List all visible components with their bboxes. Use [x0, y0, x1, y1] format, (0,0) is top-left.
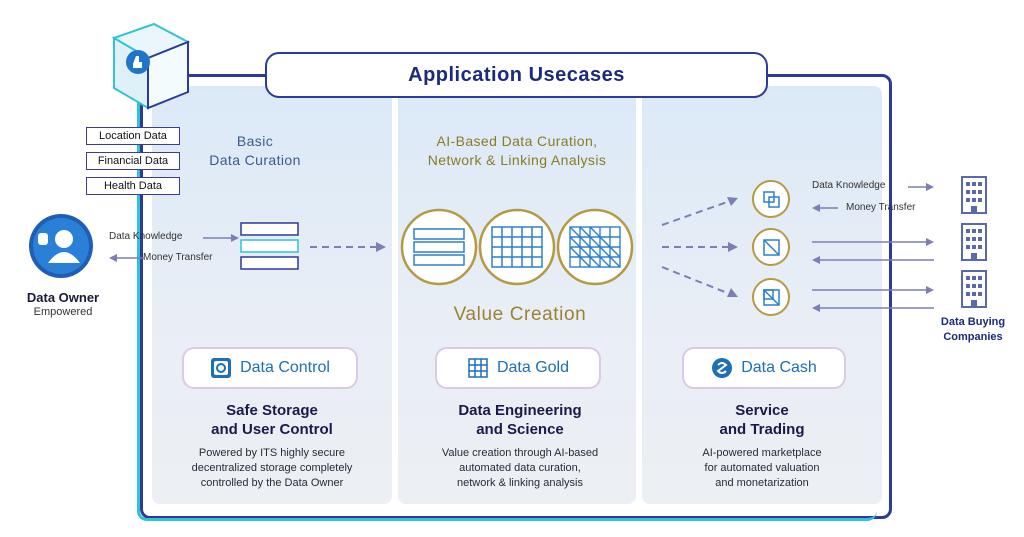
right-data-knowledge-label: Data Knowledge [812, 180, 886, 191]
building-icon [961, 176, 987, 214]
data-owner-name: Data Owner [26, 290, 100, 305]
cash-node-3 [752, 278, 790, 316]
tag-health-data: Health Data [86, 177, 180, 195]
grid-circle-icon [478, 208, 556, 286]
col-desc-service-trading: AI-powered marketplace for automated val… [702, 447, 822, 489]
panel-data-gold [398, 86, 636, 504]
product-data-cash-label: Data Cash [741, 359, 817, 376]
col-title-data-engineering: Data Engineering and Science [458, 402, 582, 438]
tag-financial-data: Financial Data [86, 152, 180, 170]
product-data-control-label: Data Control [240, 359, 330, 376]
left-money-transfer-label: Money Transfer [143, 252, 213, 263]
subhead-ai-curation: AI-Based Data Curation, Network & Linkin… [427, 133, 607, 168]
grid-icon [468, 358, 488, 378]
subhead-basic-curation: Basic Data Curation [209, 133, 301, 168]
product-data-cash: Data Cash [682, 347, 846, 389]
col-title-safe-storage: Safe Storage and User Control [211, 402, 333, 438]
col-desc-data-engineering: Value creation through AI-based automate… [441, 447, 599, 489]
squares-icon [763, 191, 780, 208]
stack-circle-icon [400, 208, 478, 286]
col-title-service-trading: Service and Trading [719, 402, 805, 438]
nested-square-icon [763, 289, 780, 306]
data-cube-icon [111, 22, 191, 110]
right-money-transfer-label: Money Transfer [846, 202, 916, 213]
data-cash-logo-icon [712, 358, 733, 378]
product-data-gold: Data Gold [435, 347, 601, 389]
data-owner-subtitle: Empowered [33, 306, 93, 318]
flow-arrow-to-gold [310, 242, 386, 252]
stack-icon [240, 222, 299, 270]
panel-data-control [152, 86, 392, 504]
buyer-flow-arrows [812, 183, 934, 312]
building-icon [961, 223, 987, 261]
cash-node-2 [752, 228, 790, 266]
application-frame-accent [137, 71, 877, 521]
network-circle-icon [556, 208, 634, 286]
left-data-knowledge-label: Data Knowledge [109, 231, 183, 242]
diagonal-square-icon [763, 239, 780, 256]
building-icon [961, 270, 987, 308]
product-data-control: Data Control [182, 347, 358, 389]
product-data-gold-label: Data Gold [496, 359, 570, 376]
safe-icon [211, 358, 232, 378]
flow-arrows-to-cash [661, 197, 738, 297]
tag-location-data: Location Data [86, 127, 180, 145]
col-desc-safe-storage: Powered by ITS highly secure decentraliz… [191, 447, 353, 489]
cash-node-1 [752, 180, 790, 218]
left-flow-arrows [109, 234, 239, 262]
value-creation-label: Value Creation [453, 304, 587, 325]
buyers-label: Data Buying Companies [940, 316, 1006, 343]
data-owner-avatar-icon [29, 214, 93, 278]
page-title: Application Usecases [265, 52, 768, 98]
